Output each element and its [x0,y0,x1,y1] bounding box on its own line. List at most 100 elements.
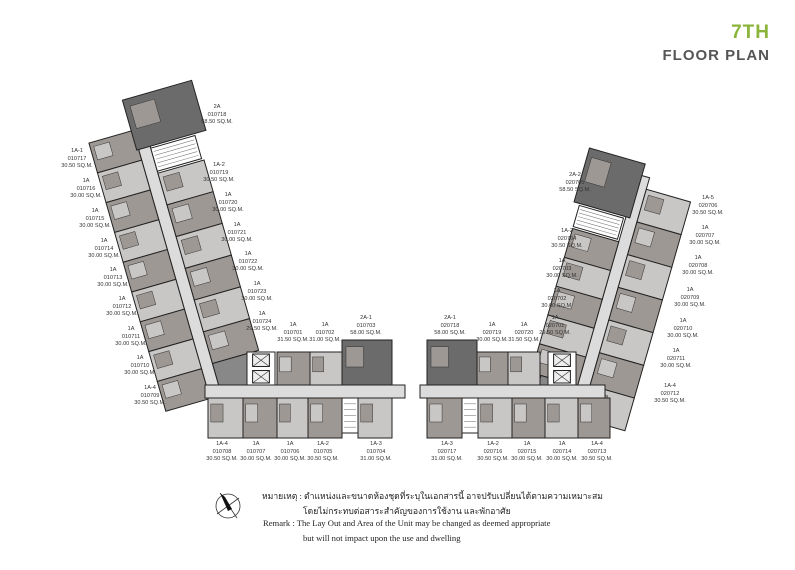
unit-type: 2A-1 [444,315,456,321]
unit-area: 30.00 SQ.M. [106,311,138,318]
unit-code: 010710 [130,362,150,369]
unit-code: 010724 [252,318,272,325]
unit-code: 010704 [366,448,386,455]
unit-area: 31.00 SQ.M. [431,456,463,463]
room-partition [480,403,493,423]
unit-type: 1A [224,192,232,198]
room-partition [580,403,593,423]
unit-type: 1A [82,178,90,184]
room-partition [136,290,157,310]
unit-type: 1A [558,441,566,447]
unit-area: 30.00 SQ.M. [546,456,578,463]
unit-area: 30.00 SQ.M. [240,456,272,463]
unit-area: 30.00 SQ.M. [79,223,111,230]
unit-type: 1A [109,267,117,273]
bottom-blocks [204,339,611,439]
unit-type: 1A [118,296,126,302]
unit-code: 010702 [315,329,335,336]
unit-type: 2A-2 [569,172,581,178]
unit-type: 1A [686,287,694,293]
room-partition [345,346,364,368]
unit-area: 31.50 SQ.M. [508,337,540,344]
room-partition [429,403,443,423]
room-partition [625,260,646,281]
unit-area: 30.00 SQ.M. [97,282,129,289]
unit-area: 30.50 SQ.M. [654,398,686,405]
room-partition [430,346,449,368]
unit-type: 1A-5 [702,195,714,201]
remark-thai-2: โดยไม่กระทบต่อสาระสำคัญของการใช้งาน และพ… [303,506,511,516]
unit-type: 1A [679,318,687,324]
page-title: FLOOR PLAN [662,47,770,64]
unit-code: 020708 [688,262,708,269]
room-partition [208,330,229,351]
stair-step [577,219,618,232]
unit-area: 29.50 SQ.M. [539,330,571,337]
room-partition [153,350,174,369]
unit-area: 30.50 SQ.M. [203,177,235,184]
unit-code: 010703 [356,322,376,329]
unit-area: 30.50 SQ.M. [61,163,93,170]
unit-code: 020712 [660,390,680,397]
unit-area: 58.50 SQ.M. [201,119,233,126]
unit-type: 1A [286,441,294,447]
unit-code: 020718 [440,322,460,329]
unit-area: 30.00 SQ.M. [476,337,508,344]
unit-area: 30.00 SQ.M. [682,270,714,277]
unit-type: 1A-3 [441,441,453,447]
unit-type: 1A [551,315,559,321]
unit [156,368,211,412]
stair-step [154,143,196,156]
unit-type: 1A-2 [213,162,225,168]
room-partition [584,157,612,188]
unit-area: 30.00 SQ.M. [70,193,102,200]
unit-type: 1A-2 [317,441,329,447]
room-partition [360,403,373,423]
unit-type: 1A [488,322,496,328]
room-partition [162,171,184,192]
room-partition [546,320,567,339]
unit-area: 30.00 SQ.M. [241,296,273,303]
room-partition [245,403,258,423]
remark-en-2: but will not impact upon the use and dwe… [303,533,461,543]
unit-area: 31.50 SQ.M. [277,337,309,344]
room-partition [93,141,114,161]
unit-type: 1A [258,311,266,317]
unit-type: 1A [91,208,99,214]
unit-area: 58.00 SQ.M. [350,330,382,337]
unit-type: 1A [694,255,702,261]
unit-type: 1A [253,281,261,287]
room-partition [514,403,527,423]
unit-area: 30.00 SQ.M. [674,302,706,309]
unit-type: 1A-3 [370,441,382,447]
unit-code: 020713 [587,448,607,455]
stair-step [158,155,199,168]
room-partition [199,298,220,319]
room-partition [554,291,576,310]
unit-type: 1A [233,222,241,228]
unit-area: 30.50 SQ.M. [551,243,583,250]
unit-area: 30.00 SQ.M. [115,341,147,348]
left-wing [88,79,260,412]
unit-type: 1A [553,288,561,294]
room-partition [171,203,193,224]
unit-code: 010723 [247,288,267,295]
unit-code: 010709 [140,392,160,399]
